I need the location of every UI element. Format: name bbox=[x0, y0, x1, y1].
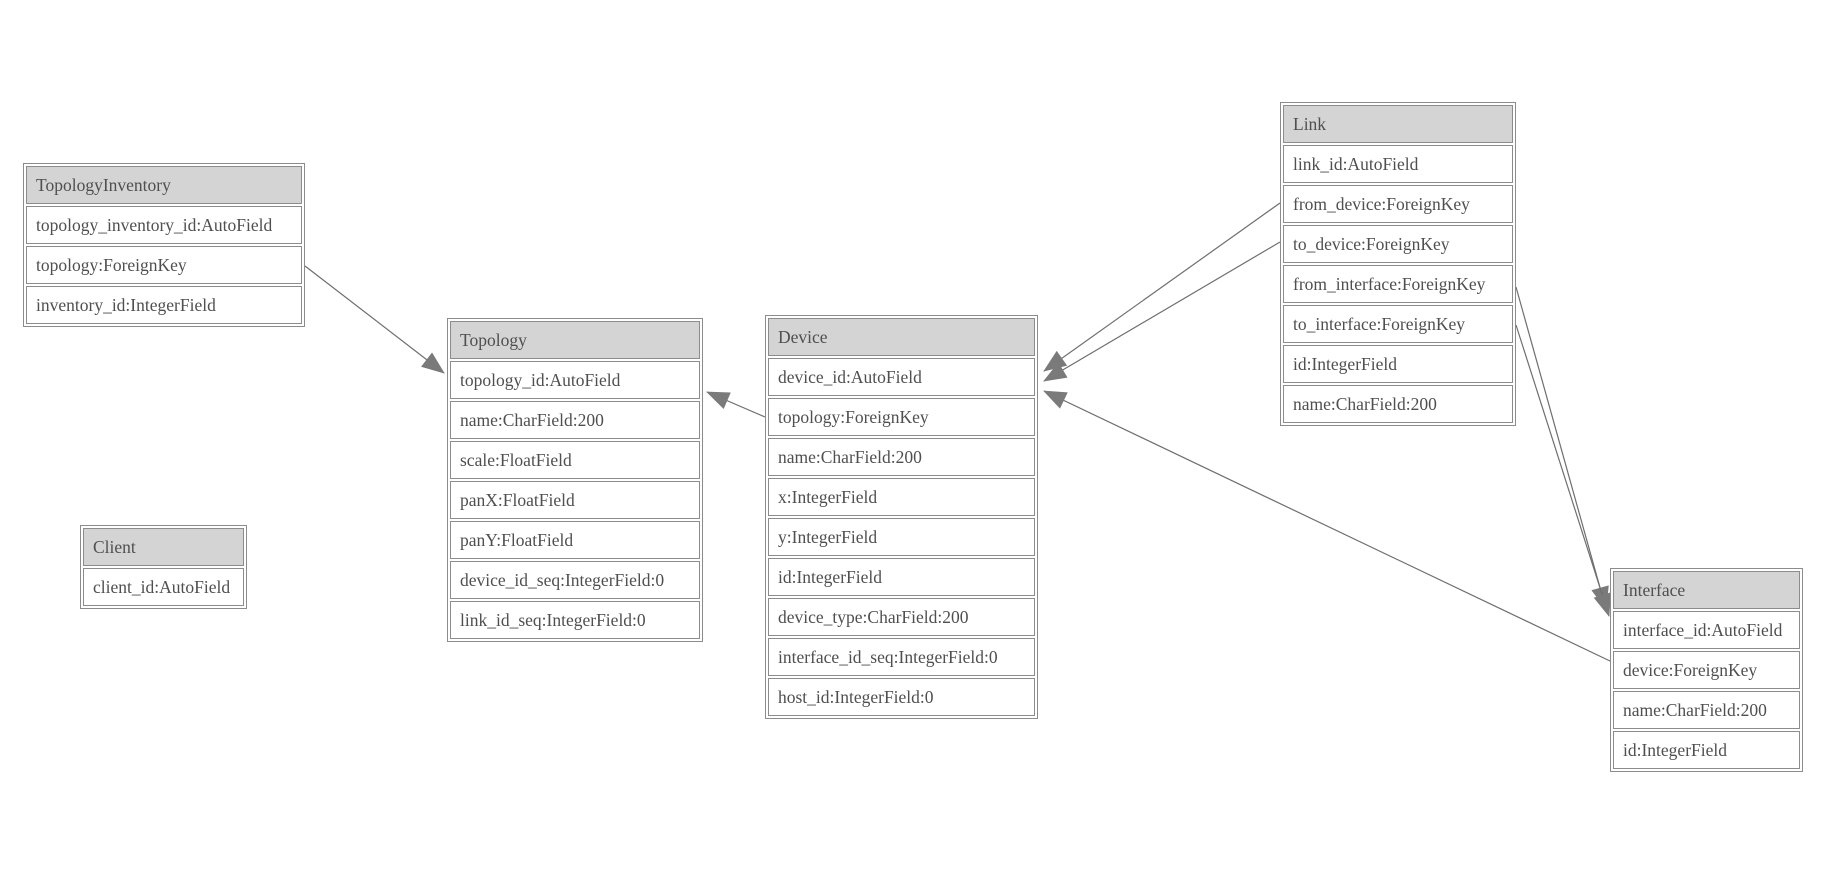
entity-field-row: scale:FloatField bbox=[450, 441, 700, 479]
entity-field-row: device_id_seq:IntegerField:0 bbox=[450, 561, 700, 599]
entity-field-row: device_id:AutoField bbox=[768, 358, 1035, 396]
entity-field-row: name:CharField:200 bbox=[768, 438, 1035, 476]
relation-edge-interface-device-to-device bbox=[1043, 390, 1611, 662]
relation-edge-link-to_interface-to-interface bbox=[1515, 324, 1611, 617]
entity-field-row: to_device:ForeignKey bbox=[1283, 225, 1513, 263]
entity-field-row: name:CharField:200 bbox=[1283, 385, 1513, 423]
entity-field-row: link_id_seq:IntegerField:0 bbox=[450, 601, 700, 639]
entity-title: Client bbox=[83, 528, 244, 566]
entity-field-row: from_device:ForeignKey bbox=[1283, 185, 1513, 223]
relation-edge-link-to_device-to-device bbox=[1043, 241, 1281, 382]
entity-field-row: panY:FloatField bbox=[450, 521, 700, 559]
entity-field-row: id:IntegerField bbox=[1283, 345, 1513, 383]
entity-field-row: to_interface:ForeignKey bbox=[1283, 305, 1513, 343]
relation-edge-topologyinventory-topology-to-topology bbox=[304, 265, 445, 374]
entity-field-row: device_type:CharField:200 bbox=[768, 598, 1035, 636]
entity-title: Device bbox=[768, 318, 1035, 356]
entity-field-row: panX:FloatField bbox=[450, 481, 700, 519]
relation-edge-link-from_interface-to-interface bbox=[1515, 286, 1609, 610]
entity-title: Interface bbox=[1613, 571, 1800, 609]
entity-field-row: x:IntegerField bbox=[768, 478, 1035, 516]
entity-field-row: name:CharField:200 bbox=[1613, 691, 1800, 729]
relation-edge-device-topology-to-topology bbox=[706, 391, 766, 418]
entity-field-row: client_id:AutoField bbox=[83, 568, 244, 606]
relation-edge-link-from_device-to-device bbox=[1043, 202, 1281, 372]
entity-field-row: id:IntegerField bbox=[768, 558, 1035, 596]
entity-field-row: topology:ForeignKey bbox=[768, 398, 1035, 436]
entity-field-row: topology_id:AutoField bbox=[450, 361, 700, 399]
entity-field-row: y:IntegerField bbox=[768, 518, 1035, 556]
entity-field-row: name:CharField:200 bbox=[450, 401, 700, 439]
entity-field-row: topology:ForeignKey bbox=[26, 246, 302, 284]
entity-title: TopologyInventory bbox=[26, 166, 302, 204]
entity-title: Link bbox=[1283, 105, 1513, 143]
entity-field-row: link_id:AutoField bbox=[1283, 145, 1513, 183]
entity-field-row: device:ForeignKey bbox=[1613, 651, 1800, 689]
entity-field-row: interface_id_seq:IntegerField:0 bbox=[768, 638, 1035, 676]
entity-field-row: host_id:IntegerField:0 bbox=[768, 678, 1035, 716]
entity-field-row: interface_id:AutoField bbox=[1613, 611, 1800, 649]
entity-field-row: inventory_id:IntegerField bbox=[26, 286, 302, 324]
entity-field-row: id:IntegerField bbox=[1613, 731, 1800, 769]
entity-field-row: topology_inventory_id:AutoField bbox=[26, 206, 302, 244]
entity-field-row: from_interface:ForeignKey bbox=[1283, 265, 1513, 303]
entity-title: Topology bbox=[450, 321, 700, 359]
